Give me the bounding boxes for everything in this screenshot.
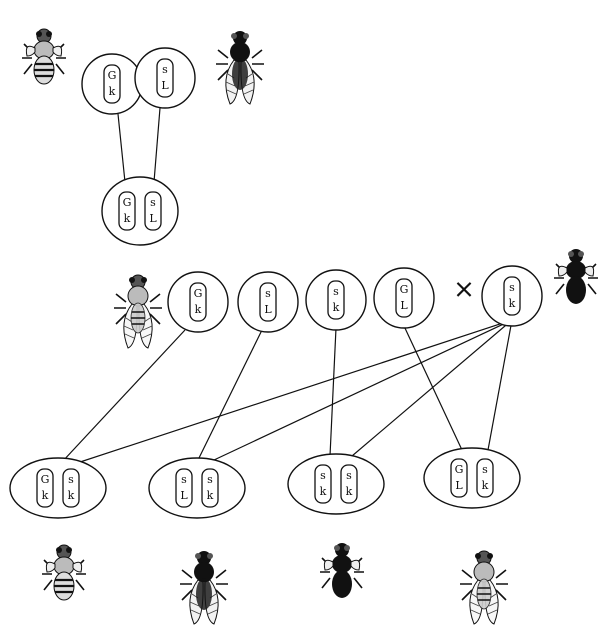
allele-label: L (180, 489, 188, 502)
connector-line (351, 319, 513, 457)
parent-gamete-1: Gk (81, 53, 143, 115)
fly-black-long-icon (215, 30, 265, 105)
allele-label: k (109, 85, 116, 98)
connector-line (73, 319, 513, 465)
fly-black-vestigial-icon (319, 542, 365, 599)
allele-label: s (150, 196, 156, 209)
allele-label: k (124, 212, 131, 225)
chromosome (476, 458, 494, 498)
f1-gamete-Gk: Gk (167, 271, 229, 333)
chromosome (450, 458, 468, 498)
f1-gamete-sk: sk (305, 269, 367, 331)
allele-label: k (333, 301, 340, 314)
chromosome (503, 276, 521, 316)
allele-label: k (68, 489, 75, 502)
connector-line (329, 327, 337, 457)
cell-membrane (9, 457, 107, 519)
chromosome (62, 468, 80, 508)
allele-label: s (68, 473, 74, 486)
allele-label: L (455, 479, 463, 492)
allele-label: L (149, 212, 157, 225)
connector-line (117, 113, 126, 183)
allele-label: G (123, 196, 132, 209)
allele-label: s (509, 281, 515, 294)
chromosome (340, 464, 358, 504)
allele-label: G (194, 287, 203, 300)
chromosome (201, 468, 219, 508)
connector-lines (61, 107, 513, 465)
chromosome (314, 464, 332, 504)
connector-line (487, 319, 513, 451)
cell-membrane (148, 457, 246, 519)
chromosome (144, 191, 162, 231)
chromosome (175, 468, 193, 508)
connector-line (197, 329, 263, 461)
allele-label: k (207, 489, 214, 502)
testcross-gamete-sk: sk (481, 265, 543, 327)
allele-label: s (265, 287, 271, 300)
fly-black-long-icon (179, 550, 229, 625)
fly-gray-long-icon (113, 274, 163, 349)
chromosome (189, 282, 207, 322)
allele-label: G (41, 473, 50, 486)
allele-label: L (400, 299, 408, 312)
cell-membrane (101, 176, 179, 246)
fly-gray-vestigial-icon (40, 543, 88, 602)
allele-label: G (400, 283, 409, 296)
chromosome (156, 58, 174, 98)
allele-label: s (207, 473, 213, 486)
allele-label: s (320, 469, 326, 482)
chromosome (118, 191, 136, 231)
allele-label: k (346, 485, 353, 498)
allele-label: k (42, 489, 49, 502)
fly-gray-long-icon (459, 550, 509, 625)
chromosome (395, 278, 413, 318)
allele-label: s (346, 469, 352, 482)
allele-label: s (333, 285, 339, 298)
allele-label: k (509, 297, 516, 310)
cell-membrane (423, 447, 521, 509)
parent-gamete-2: sL (134, 47, 196, 109)
connector-line (153, 107, 161, 183)
cross-symbol: × (453, 275, 475, 305)
chromosome (327, 280, 345, 320)
f1-gamete-sL: sL (237, 271, 299, 333)
allele-label: G (108, 69, 117, 82)
allele-label: s (181, 473, 187, 486)
connector-line (403, 325, 463, 451)
allele-label: k (482, 479, 489, 492)
fly-black-vestigial-icon (553, 248, 599, 305)
allele-label: L (161, 79, 169, 92)
chromosome (36, 468, 54, 508)
allele-label: k (320, 485, 327, 498)
chromosome (259, 282, 277, 322)
fly-gray-vestigial-icon (20, 27, 68, 86)
f1-zygote: Gk sL (101, 176, 179, 246)
f1-gamete-GL: GL (373, 267, 435, 329)
cell-membrane (287, 453, 385, 515)
allele-label: k (195, 303, 202, 316)
allele-label: s (482, 463, 488, 476)
connector-line (213, 319, 513, 461)
allele-label: G (455, 463, 464, 476)
allele-label: L (264, 303, 272, 316)
allele-label: s (162, 63, 168, 76)
connector-line (61, 329, 186, 463)
chromosome (103, 64, 121, 104)
